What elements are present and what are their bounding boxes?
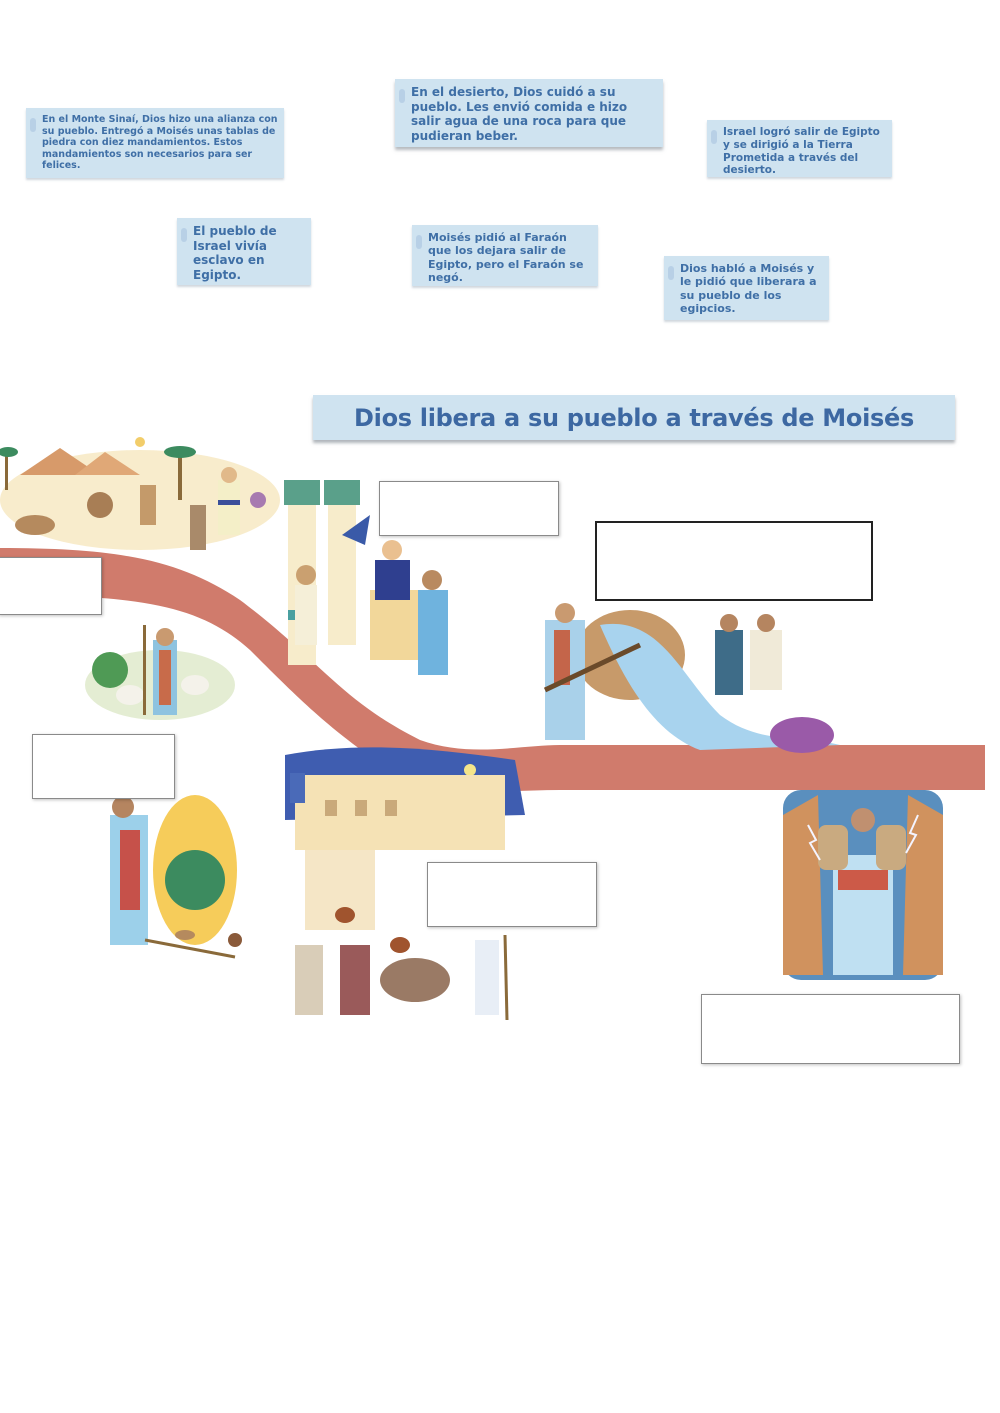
worksheet-title: Dios libera a su pueblo a través de Mois… — [313, 395, 955, 440]
dropzone-slot-3[interactable] — [595, 521, 873, 601]
drag-handle-icon — [711, 130, 717, 144]
commandments-scene-illustration — [783, 790, 943, 980]
answer-card-monte-sinai[interactable]: En el Monte Sinaí, Dios hizo una alianza… — [26, 108, 284, 178]
drag-handle-icon — [181, 228, 187, 242]
card-text: En el Monte Sinaí, Dios hizo una alianza… — [42, 114, 278, 172]
answer-card-dios-hablo[interactable]: Dios habló a Moisés y le pidió que liber… — [664, 256, 829, 320]
card-text: Moisés pidió al Faraón que los dejara sa… — [428, 231, 584, 285]
exodus-scene-illustration — [285, 747, 525, 1021]
answer-card-desierto[interactable]: En el desierto, Dios cuidó a su pueblo. … — [395, 79, 663, 147]
answer-card-faraon[interactable]: Moisés pidió al Faraón que los dejara sa… — [412, 225, 598, 286]
drag-handle-icon — [399, 89, 405, 103]
dropzone-slot-5[interactable] — [427, 862, 597, 927]
answer-card-salir-egipto[interactable]: Israel logró salir de Egipto y se dirigi… — [707, 120, 892, 177]
dropzone-slot-2[interactable] — [379, 481, 559, 536]
pharaoh-scene-illustration — [284, 480, 448, 675]
burning-bush-scene-illustration — [110, 795, 242, 959]
card-text: Israel logró salir de Egipto y se dirigi… — [723, 126, 880, 177]
worksheet-title-text: Dios libera a su pueblo a través de Mois… — [354, 403, 914, 432]
shepherd-scene-illustration — [85, 625, 235, 720]
drag-handle-icon — [668, 266, 674, 280]
slavery-scene-illustration — [0, 437, 280, 550]
answer-card-esclavo[interactable]: El pueblo de Israel vivía esclavo en Egi… — [177, 218, 311, 285]
card-text: Dios habló a Moisés y le pidió que liber… — [680, 262, 817, 316]
dropzone-slot-4[interactable] — [32, 734, 175, 799]
dropzone-slot-1[interactable] — [0, 557, 102, 615]
card-text: En el desierto, Dios cuidó a su pueblo. … — [411, 85, 628, 143]
dropzone-slot-6[interactable] — [701, 994, 960, 1064]
drag-handle-icon — [30, 118, 36, 132]
water-rock-scene-illustration — [543, 603, 840, 753]
card-text: El pueblo de Israel vivía esclavo en Egi… — [193, 224, 277, 282]
drag-handle-icon — [416, 235, 422, 249]
